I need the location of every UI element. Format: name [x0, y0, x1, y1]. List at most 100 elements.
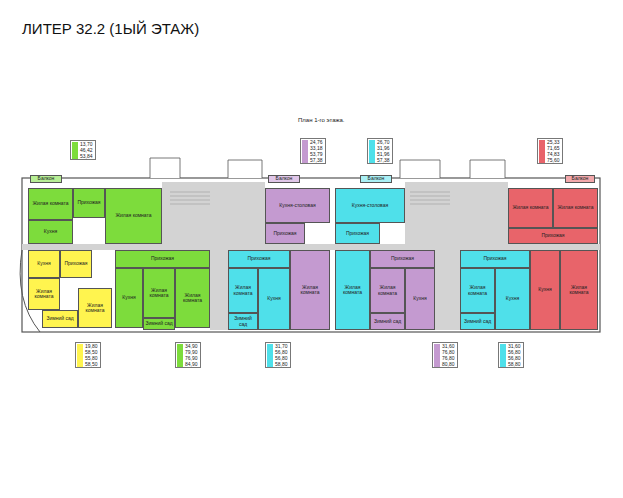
area-value: 31,60: [508, 343, 521, 349]
room: Балкон: [30, 175, 62, 183]
stair-hall: [405, 182, 508, 245]
room-name: Жилая комната: [371, 285, 404, 296]
area-value: 56,80: [275, 355, 288, 361]
room: Зимний сад: [143, 318, 175, 330]
room: Прихожая: [370, 250, 435, 268]
room-name: Прихожая: [390, 256, 415, 262]
room: Зимний сад: [460, 313, 495, 330]
area-value: 56,80: [508, 349, 521, 355]
room-name: Жилая комната: [229, 285, 257, 296]
room-name: Кухня: [36, 261, 51, 267]
room: Зимний сад: [228, 313, 258, 330]
color-swatch: [500, 344, 506, 367]
color-swatch: [72, 142, 78, 159]
color-swatch: [302, 140, 308, 163]
room-name: Кухня: [266, 296, 281, 302]
room: Прихожая: [73, 188, 105, 218]
room: Кухня: [530, 250, 560, 330]
room-name: Жилая комната: [79, 303, 111, 314]
room: Прихожая: [508, 228, 598, 244]
room-name: Балкон: [367, 176, 386, 182]
room: Жилая комната: [553, 188, 598, 228]
room: Балкон: [268, 175, 300, 183]
room-name: Прихожая: [246, 256, 271, 262]
color-swatch: [434, 344, 440, 367]
room-name: Балкон: [37, 176, 56, 182]
room-name: Прихожая: [63, 261, 88, 267]
room: Жилая комната: [28, 278, 60, 310]
room-name: Зимний сад: [144, 321, 173, 327]
room: Кухня-столовая: [265, 188, 330, 223]
room-name: Зимний сад: [373, 319, 402, 325]
area-value: 79,90: [185, 349, 198, 355]
room: Прихожая: [335, 223, 380, 244]
room: Жилая комната: [28, 188, 73, 220]
room: Прихожая: [228, 250, 290, 268]
room-name: Балкон: [571, 176, 590, 182]
room-name: Жилая комната: [291, 285, 329, 296]
area-value: 57,38: [310, 157, 323, 163]
room-name: Прихожая: [482, 256, 507, 262]
area-value: 76,80: [442, 355, 455, 361]
room-name: Прихожая: [150, 256, 175, 262]
area-value: 31,60: [442, 343, 455, 349]
area-value: 25,33: [547, 139, 560, 145]
area-table: 31,6056,8056,8058,80: [498, 342, 524, 368]
area-value: 58,80: [275, 361, 288, 367]
area-value: 46,42: [80, 147, 93, 153]
color-swatch: [539, 140, 545, 163]
room-name: Кухня-столовая: [351, 203, 389, 209]
room-name: Жилая комната: [556, 205, 594, 211]
area-table: 24,7633,1853,7957,38: [300, 138, 326, 164]
room: Жилая комната: [105, 188, 162, 244]
room-name: Жилая комната: [114, 213, 152, 219]
area-value: 76,90: [185, 355, 198, 361]
area-value: 13,70: [80, 141, 93, 147]
room-name: Прихожая: [345, 231, 370, 237]
stair-hall: [435, 250, 460, 330]
area-value: 26,70: [377, 139, 390, 145]
area-value: 80,80: [442, 361, 455, 367]
color-swatch: [369, 140, 375, 163]
area-value: 51,96: [377, 151, 390, 157]
room: Кухня: [28, 250, 60, 278]
room: Жилая комната: [175, 268, 210, 328]
room: Прихожая: [265, 223, 305, 244]
room: Жилая комната: [78, 288, 112, 328]
area-value: 84,90: [185, 361, 198, 367]
room-name: Жилая комната: [511, 205, 549, 211]
room-name: Кухня-столовая: [278, 203, 316, 209]
room-name: Прихожая: [272, 231, 297, 237]
area-value: 71,65: [547, 145, 560, 151]
room-name: Кухня: [412, 296, 427, 302]
room-name: Зимний сад: [229, 316, 257, 327]
wall-bays: [150, 158, 505, 178]
room-name: Балкон: [275, 176, 294, 182]
room: Кухня-столовая: [335, 188, 405, 223]
stair-hall: [210, 250, 228, 330]
room: Зимний сад: [42, 310, 78, 328]
area-value: 57,38: [377, 157, 390, 163]
plan-caption: План 1-го этажа.: [298, 117, 345, 123]
room: Кухня: [405, 268, 435, 330]
room-name: Жилая комната: [176, 293, 209, 304]
room-name: Жилая комната: [31, 201, 69, 207]
area-table: 19,8058,5055,8058,50: [75, 342, 101, 368]
room: Прихожая: [115, 250, 210, 268]
room-name: Зимний сад: [45, 316, 74, 322]
room: Жилая комната: [560, 250, 598, 330]
room: Жилая комната: [290, 250, 330, 330]
room: Жилая комната: [143, 268, 175, 318]
room: Кухня: [28, 220, 73, 244]
room-name: Кухня: [505, 296, 520, 302]
room: Кухня: [115, 268, 143, 328]
room: Жилая комната: [508, 188, 553, 228]
building-outline: [22, 178, 600, 332]
room: Зимний сад: [370, 313, 405, 330]
room-name: Кухня: [537, 287, 552, 293]
area-table: 26,7031,9651,9657,38: [367, 138, 393, 164]
area-value: 75,60: [547, 157, 560, 163]
area-value: 19,80: [85, 343, 98, 349]
area-value: 53,79: [310, 151, 323, 157]
